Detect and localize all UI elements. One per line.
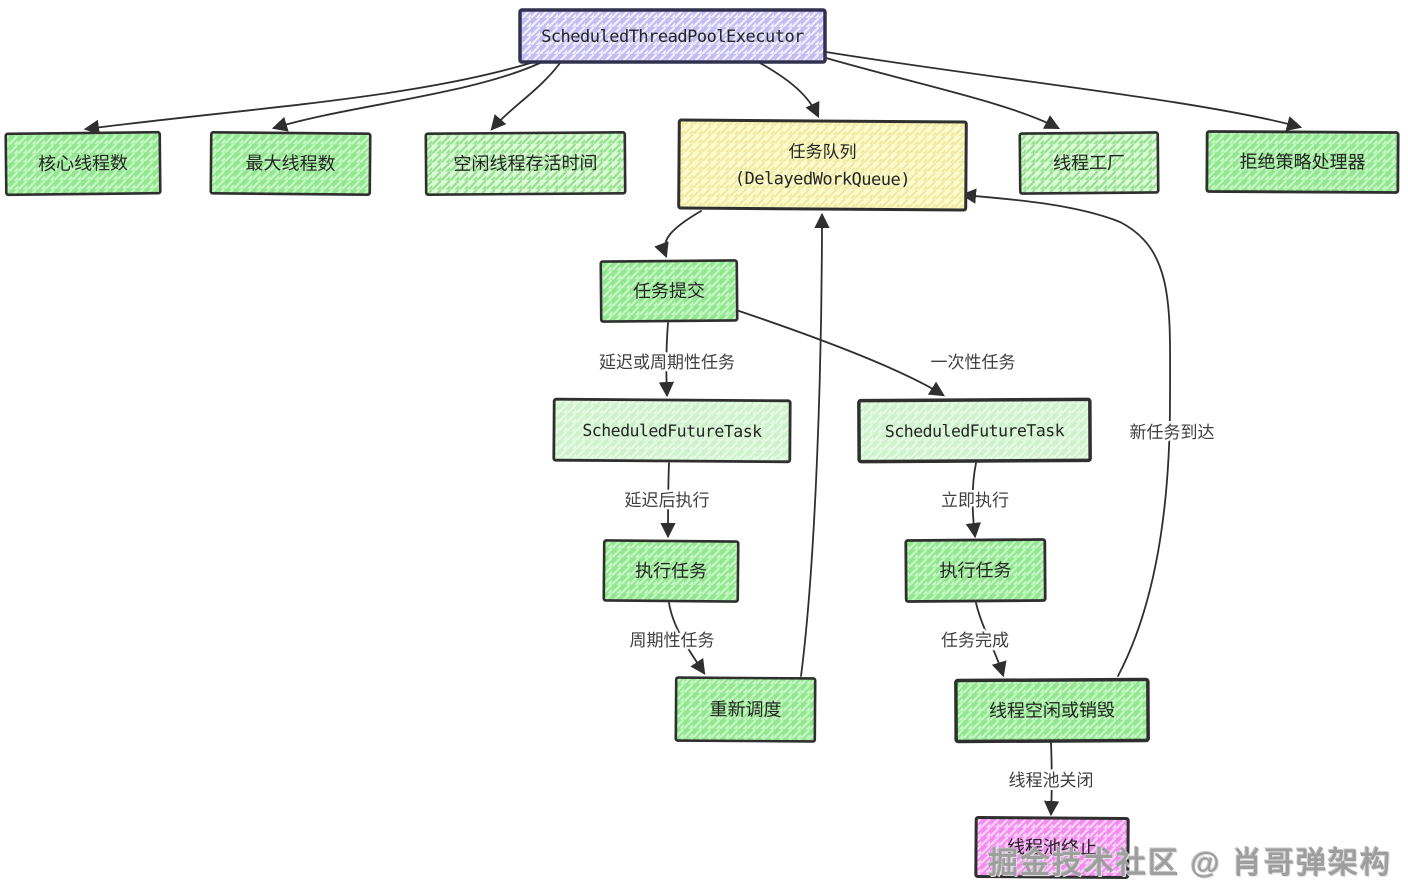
node-label-max-threads: 最大线程数 [245,153,335,174]
node-label-pool-terminated: 线程池终止 [1007,837,1097,858]
edge-executor-to-reject [825,51,1303,132]
node-thread-idle-destroy: 线程空闲或销毁 [954,677,1150,744]
node-box-executor [518,8,827,64]
node-box-thread-factory [1018,131,1160,195]
edge-label-execute-immediately: 立即执行 [941,491,1009,510]
node-label-executor: ScheduledThreadPoolExecutor [541,27,804,47]
edge-executor-to-max [271,62,541,132]
node-label-thread-factory: 线程工厂 [1053,153,1125,174]
node-box-thread-idle-destroy [954,677,1150,744]
edge-exec-right-to-idle-destroy [975,602,1007,678]
node-label-idle-keepalive: 空闲线程存活时间 [453,153,597,174]
edge-label-periodic-task: 周期性任务 [630,631,715,650]
node-label-reject-handler: 拒绝策略处理器 [1239,152,1365,173]
node-label-exec-right: 执行任务 [939,560,1011,581]
node-thread-factory: 线程工厂 [1018,131,1160,195]
edge-executor-to-idle [490,62,561,131]
node-box-task-queue [677,118,968,212]
edge-label-execute-after-delay: 延迟后执行 [625,491,710,510]
edge-executor-to-factory [825,57,1061,130]
node-executor: ScheduledThreadPoolExecutor [518,8,827,64]
node-label-task-queue: 任务队列 [789,142,857,161]
node-label-sft-left: ScheduledFutureTask [582,421,762,441]
edge-submit-to-sft-right [738,310,945,397]
node-task-queue: 任务队列 (DelayedWorkQueue) [677,118,968,212]
node-label-reschedule: 重新调度 [709,699,781,720]
node-task-submit: 任务提交 [599,259,739,323]
edge-reschedule-to-queue [800,212,830,677]
edge-label-pool-shutdown: 线程池关闭 [1009,771,1094,790]
node-reschedule: 重新调度 [674,676,817,743]
node-core-threads: 核心线程数 [4,130,162,197]
node-label-task-submit: 任务提交 [633,281,705,302]
edge-label-task-complete: 任务完成 [941,631,1009,650]
node-box-sft-left [552,397,792,464]
edges [83,51,1303,817]
node-box-max-threads [209,131,372,196]
node-reject-handler: 拒绝策略处理器 [1205,130,1400,194]
edge-executor-to-core [83,60,538,135]
node-sft-right: ScheduledFutureTask [857,397,1092,464]
edge-sft-left-to-exec-left [660,462,676,539]
node-box-exec-right [904,538,1047,603]
node-label-core-threads: 核心线程数 [38,153,128,174]
node-label-exec-left: 执行任务 [635,561,707,582]
edge-queue-to-submit [654,210,702,259]
node-box-reschedule [674,676,817,743]
node-sft-left: ScheduledFutureTask [552,397,792,464]
node-box-core-threads [4,130,162,197]
node-box-reject-handler [1205,130,1400,194]
watermark: 掘金技术社区 @ 肖哥弹架构 [988,847,1392,880]
edge-idle-destroy-to-terminated [1043,742,1060,817]
node-label-thread-idle-destroy: 线程空闲或销毁 [989,700,1115,721]
node-exec-right: 执行任务 [904,538,1047,603]
edge-idle-destroy-to-queue [960,188,1172,677]
node-box-sft-right [857,397,1092,464]
edge-label-delayed-or-periodic: 延迟或周期性任务 [599,353,735,372]
node-exec-left: 执行任务 [602,539,740,603]
node-idle-keepalive: 空闲线程存活时间 [424,131,627,196]
edge-label-new-task-arrives: 新任务到达 [1130,423,1215,442]
edge-submit-to-sft-left [658,322,675,398]
node-label-task-queue: (DelayedWorkQueue) [735,169,910,190]
edge-exec-left-to-reschedule [668,602,706,675]
node-box-pool-terminated [974,815,1130,880]
node-max-threads: 最大线程数 [209,131,372,196]
edge-executor-to-queue [759,62,820,119]
node-box-idle-keepalive [424,131,627,196]
edge-sft-right-to-exec-right [965,462,981,539]
edge-label-one-time: 一次性任务 [931,353,1016,372]
nodes: ScheduledThreadPoolExecutor 核心线程数 最大线程数 空闲线… [4,8,1400,880]
node-pool-terminated: 线程池终止 [974,815,1130,880]
node-box-task-submit [599,259,739,323]
node-box-exec-left [602,539,740,603]
node-label-sft-right: ScheduledFutureTask [885,421,1065,441]
